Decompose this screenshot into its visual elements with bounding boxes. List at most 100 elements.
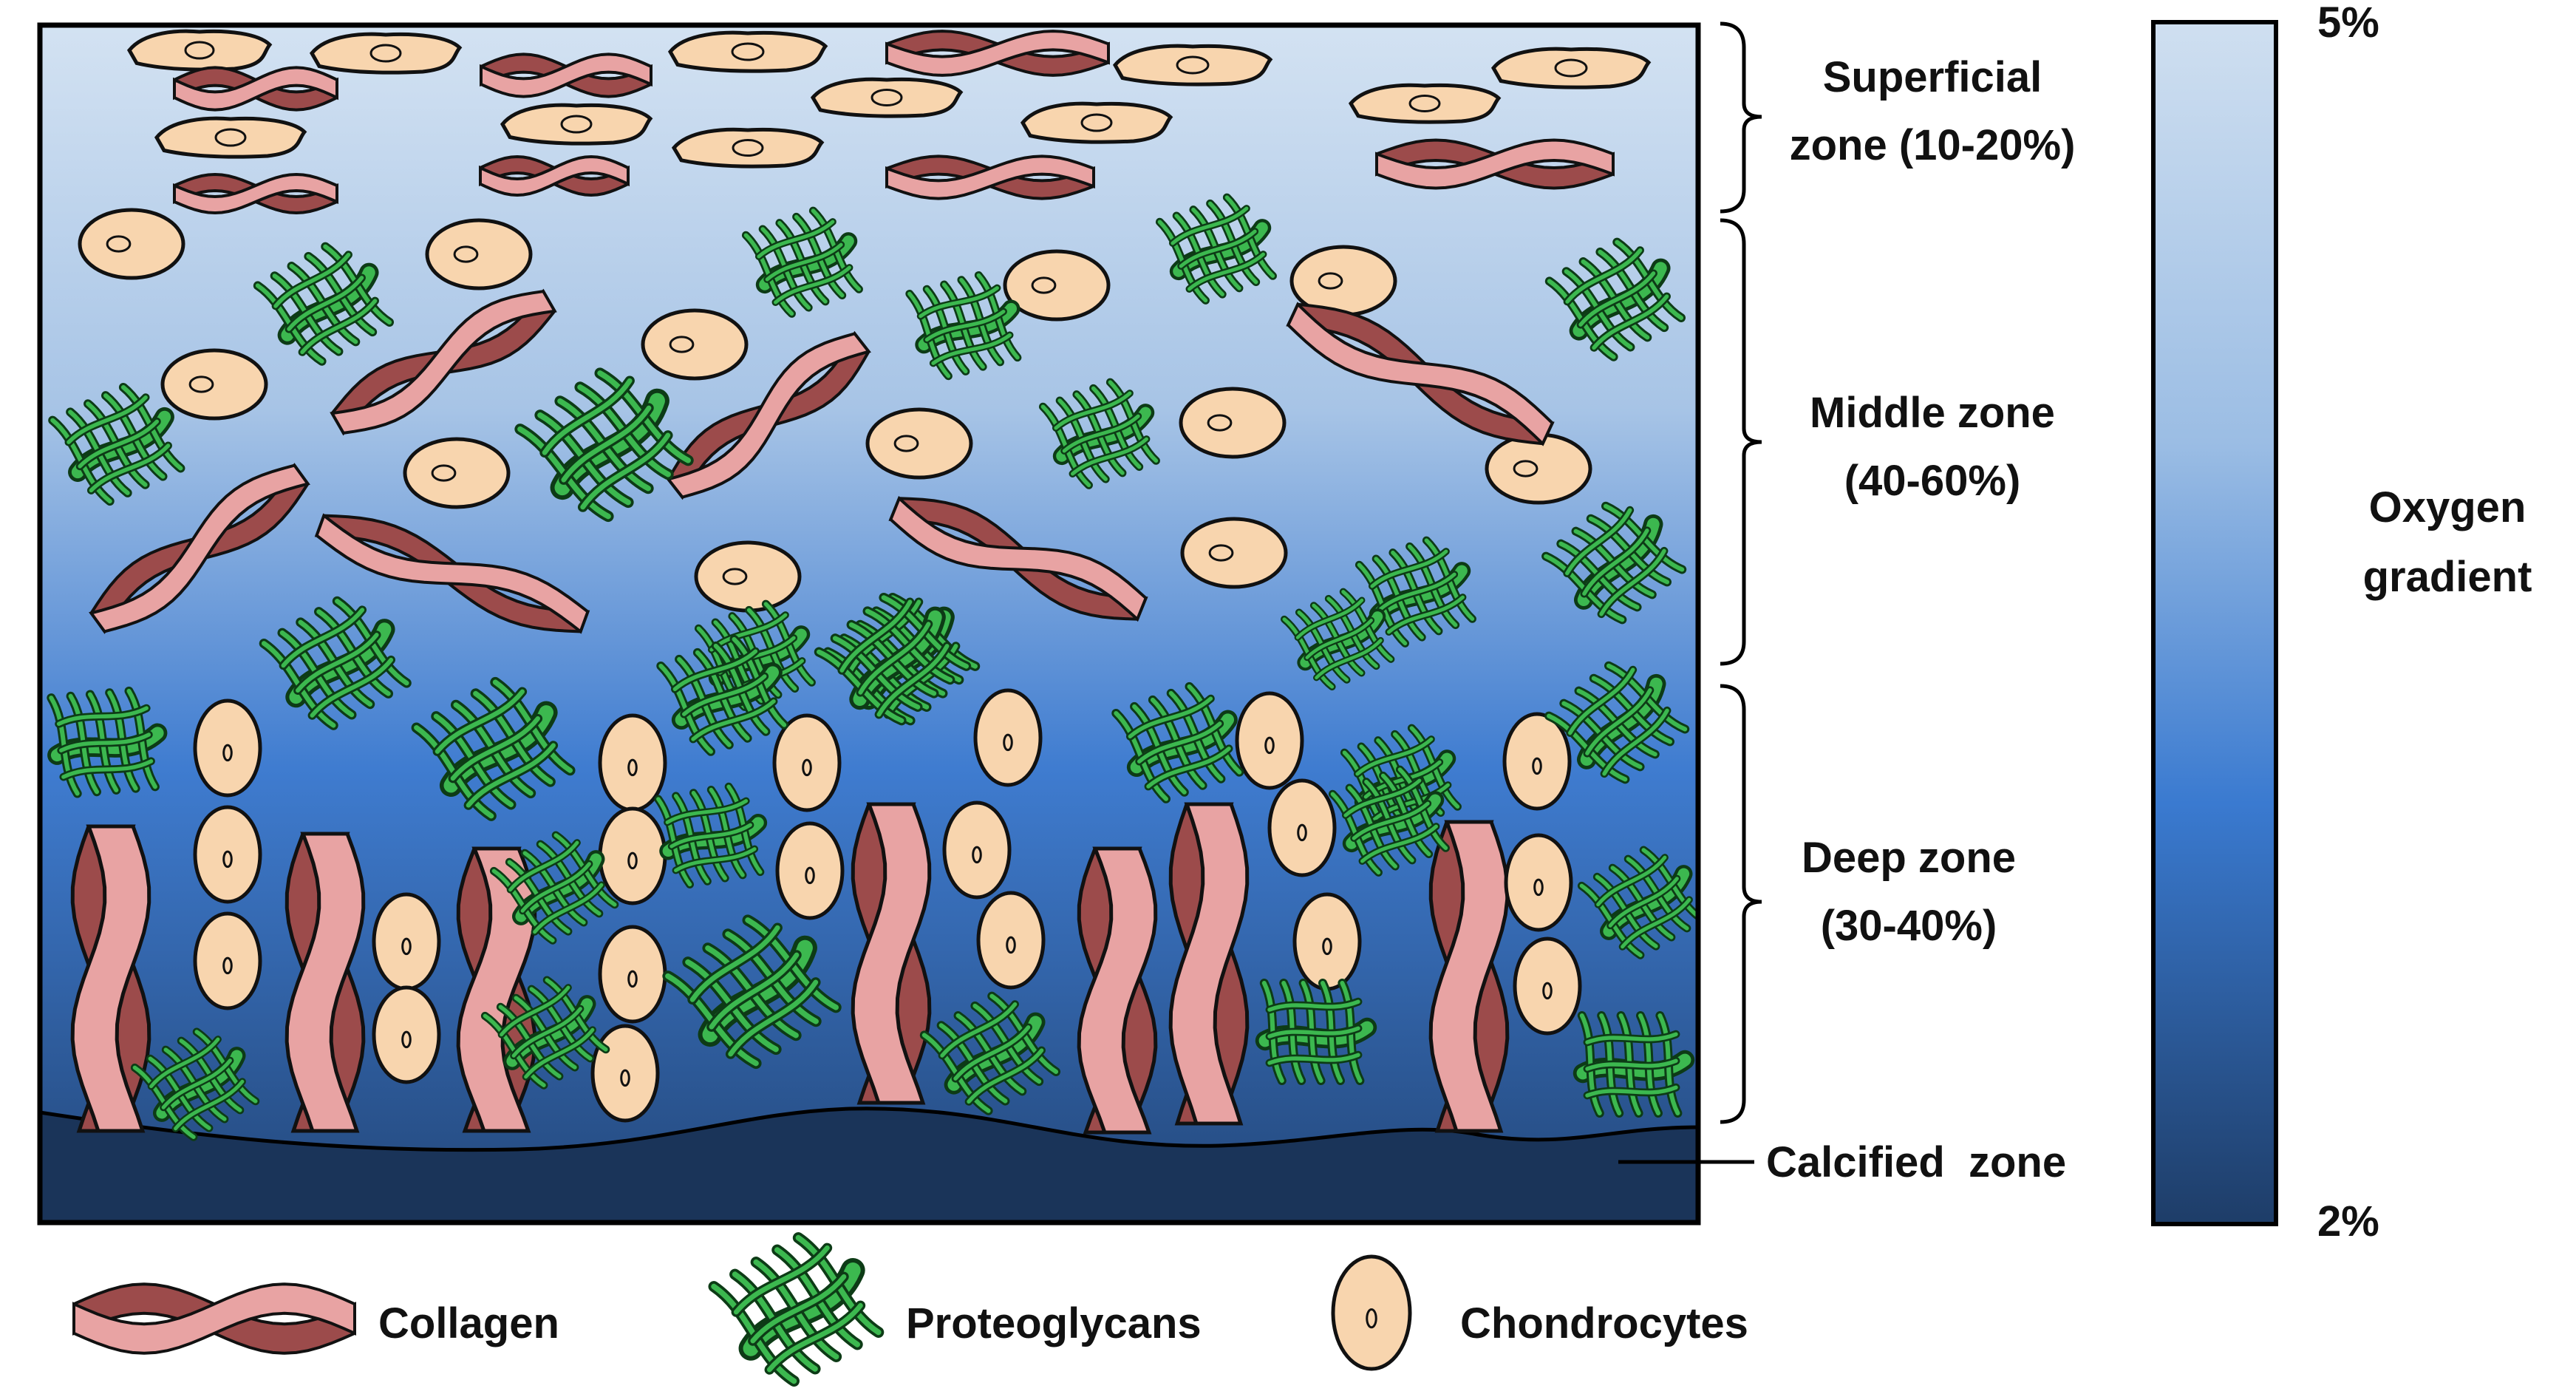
collagen-column <box>1428 820 1510 1133</box>
collagen-column <box>1077 846 1158 1135</box>
collagen-fiber <box>173 66 338 112</box>
calcified-layer <box>40 1108 1698 1223</box>
proteoglycan <box>656 634 789 756</box>
proteoglycan <box>130 1027 260 1141</box>
legend-proteoglycans-label: Proteoglycans <box>906 1299 1202 1347</box>
deep-zone-label-line2: (30-40%) <box>1821 902 1997 950</box>
proteoglycan-icon <box>708 1232 885 1387</box>
collagen-column <box>284 832 366 1133</box>
chondrocyte <box>403 437 511 509</box>
chondrocyte <box>1267 778 1337 877</box>
flattened-chondrocyte <box>126 29 273 72</box>
middle-zone-label-line2: (40-60%) <box>1844 457 2021 505</box>
collagen-fiber <box>888 495 1148 622</box>
chondrocyte <box>942 801 1012 900</box>
chondrocyte <box>160 348 268 421</box>
proteoglycan <box>1544 237 1686 361</box>
proteoglycan <box>1111 681 1244 803</box>
gradient-top-label: 5% <box>2317 0 2379 47</box>
flattened-chondrocyte <box>667 30 828 73</box>
chondrocyte <box>1003 249 1111 322</box>
bracket-superficial <box>1720 21 1762 214</box>
zone-brackets <box>1618 21 1762 1164</box>
chondrocyte <box>1179 387 1287 459</box>
chondrocyte <box>193 698 262 798</box>
chondrocyte <box>694 540 802 613</box>
superficial-zone-label-line2: zone (10-20%) <box>1790 121 2076 169</box>
bracket-middle <box>1720 218 1762 666</box>
proteoglycan <box>1155 193 1277 305</box>
collagen-fiber <box>666 330 871 500</box>
cell-layer <box>47 29 1698 1141</box>
proteoglycan <box>1328 765 1450 877</box>
chondrocyte <box>78 208 185 280</box>
proteoglycan <box>662 914 842 1070</box>
flattened-chondrocyte <box>1490 47 1652 89</box>
proteoglycan <box>1038 378 1160 489</box>
chondrocyte <box>1485 432 1592 505</box>
legend-chondrocytes-label: Chondrocytes <box>1460 1299 1748 1347</box>
chondrocyte <box>772 713 842 812</box>
proteoglycan <box>1255 979 1377 1085</box>
chondrocyte <box>865 407 973 480</box>
chondrocyte <box>372 985 441 1084</box>
chondrocyte <box>598 713 667 812</box>
chondrocyte <box>590 1024 660 1123</box>
proteoglycan <box>259 596 412 730</box>
flattened-chondrocyte <box>309 32 463 75</box>
collagen-fiber <box>885 154 1095 200</box>
chondrocyte <box>976 891 1046 990</box>
chondrocyte <box>1235 691 1304 790</box>
middle-zone-label-line1: Middle zone <box>1810 389 2055 437</box>
collagen-fiber <box>479 154 630 197</box>
chondrocyte <box>1292 892 1362 991</box>
chondrocyte <box>598 806 667 905</box>
chondrocyte <box>193 911 262 1010</box>
collagen-fiber <box>314 513 590 634</box>
chondrocyte <box>775 821 845 920</box>
bracket-deep <box>1720 684 1762 1124</box>
chondrocyte <box>641 308 749 381</box>
proteoglycan <box>411 676 576 821</box>
chondrocyte <box>425 218 533 290</box>
tissue-border <box>37 22 1701 1226</box>
chondrocyte <box>372 892 441 991</box>
flattened-chondrocyte <box>1112 44 1273 86</box>
tissue-contents <box>40 29 1698 1223</box>
legend: Collagen Proteoglycans Chondrocytes <box>72 1232 1748 1387</box>
proteoglycan <box>814 592 972 726</box>
proteoglycan <box>1572 1011 1695 1118</box>
collagen-fiber <box>480 52 652 98</box>
collagen-column <box>1168 802 1250 1126</box>
flattened-chondrocyte <box>500 103 653 146</box>
proteoglycan <box>489 831 619 945</box>
superficial-zone-label-line1: Superficial <box>1823 53 2042 101</box>
collagen-column <box>70 824 151 1133</box>
flattened-chondrocyte <box>154 116 307 159</box>
collagen-column <box>456 846 537 1133</box>
proteoglycan <box>514 367 694 523</box>
collagen-fiber <box>1375 138 1615 190</box>
gradient-title-line2: gradient <box>2363 553 2532 601</box>
chondrocyte <box>1504 833 1573 932</box>
chondrocyte <box>1331 1254 1412 1371</box>
collagen-fiber-icon <box>72 1282 356 1355</box>
flattened-chondrocyte <box>1348 83 1502 124</box>
collagen-fiber <box>885 30 1110 77</box>
proteoglycan <box>480 976 610 1090</box>
flattened-chondrocyte <box>810 77 964 118</box>
deep-zone-label-line1: Deep zone <box>1802 834 2016 882</box>
gradient-title-line1: Oxygen <box>2369 483 2526 531</box>
chondrocyte-icon <box>1331 1254 1412 1371</box>
gradient-bottom-label: 2% <box>2317 1197 2379 1245</box>
collagen-fiber <box>1286 302 1555 446</box>
proteoglycan <box>1577 846 1698 959</box>
chondrocyte <box>1513 937 1582 1036</box>
legend-collagen-shape <box>72 1282 356 1355</box>
collagen-fiber <box>330 288 557 436</box>
flattened-chondrocyte <box>1020 101 1173 144</box>
collagen-fiber <box>173 172 338 215</box>
collagen-fiber <box>89 463 310 634</box>
legend-collagen-label: Collagen <box>378 1299 559 1347</box>
